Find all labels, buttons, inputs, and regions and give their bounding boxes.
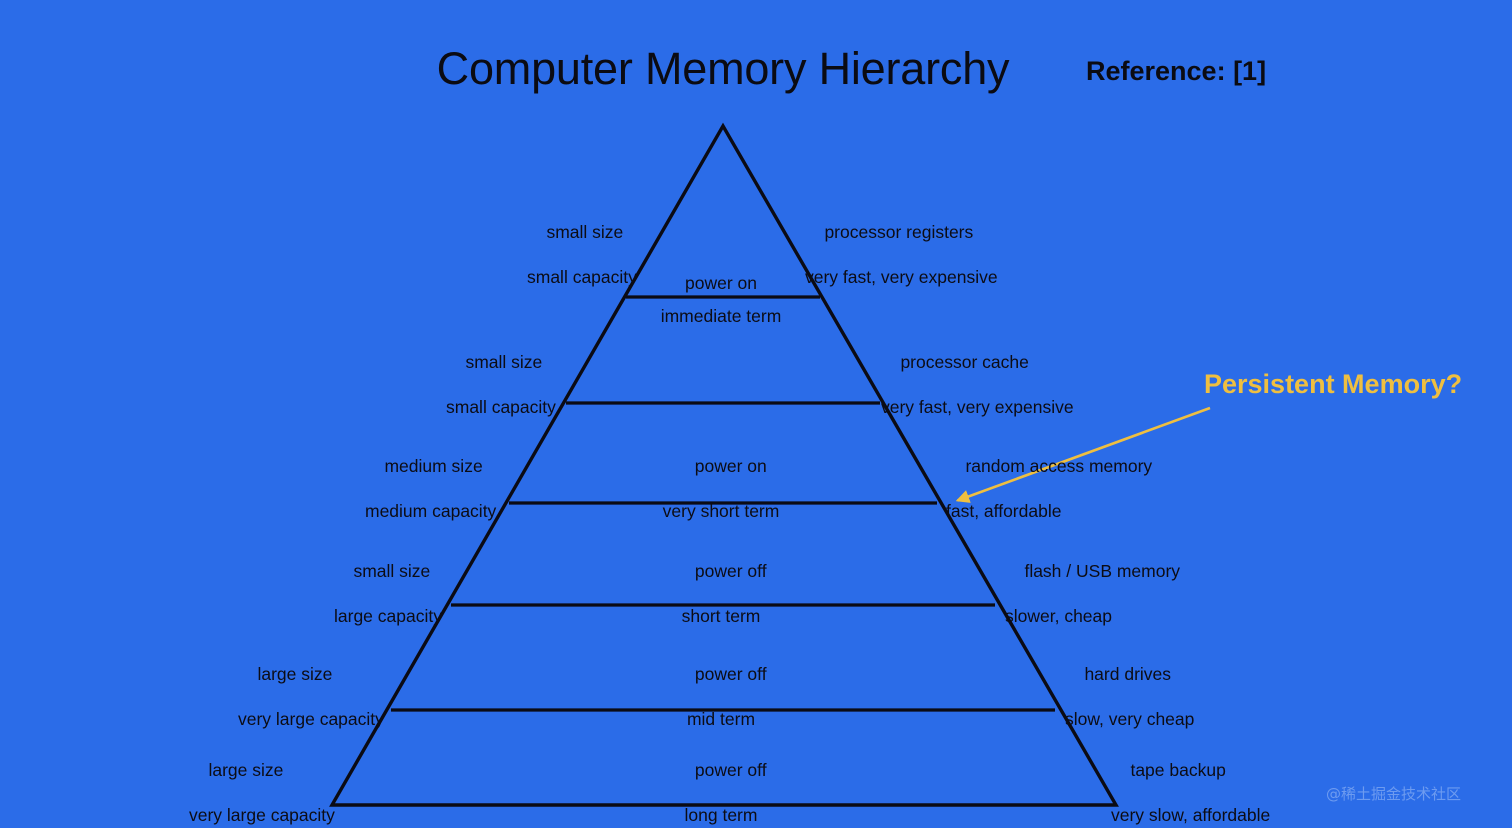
level-6-center-line2: long term — [684, 804, 758, 825]
level-1-center-line2: immediate term — [660, 306, 782, 326]
level-4-center-label: power off short term — [675, 537, 767, 672]
level-4-center-line2: short term — [681, 605, 761, 626]
level-5-center-line1: power off — [694, 663, 767, 684]
level-4-right-label: flash / USB memory slower, cheap — [1005, 537, 1180, 672]
level-1-left-line2: small capacity — [527, 266, 637, 287]
level-5-left-label: large size very large capacity — [238, 640, 384, 775]
level-3-right-line1: random access memory — [965, 455, 1153, 476]
level-3-center-label: power on very short term — [663, 432, 780, 567]
level-2-left-label: small size small capacity — [446, 328, 556, 463]
level-3-right-label: random access memory fast, affordable — [946, 432, 1152, 567]
level-6-right-line2: very slow, affordable — [1111, 804, 1271, 825]
level-3-center-line2: very short term — [662, 500, 780, 521]
level-6-right-label: tape backup very slow, affordable — [1111, 736, 1270, 828]
level-6-left-line2: very large capacity — [189, 804, 335, 825]
level-4-right-line1: flash / USB memory — [1024, 560, 1181, 581]
level-3-left-line2: medium capacity — [365, 500, 497, 521]
watermark: @稀土掘金技术社区 — [1326, 785, 1462, 803]
level-3-center-line1: power on — [694, 455, 767, 476]
level-6-left-line1: large size — [208, 759, 284, 780]
level-5-right-line2: slow, very cheap — [1065, 708, 1195, 729]
persistent-memory-arrow — [955, 406, 1211, 503]
level-5-left-line1: large size — [257, 663, 333, 684]
level-2-right-label: processor cache very fast, very expensiv… — [881, 328, 1074, 463]
level-5-center-line2: mid term — [686, 708, 756, 729]
level-2-left-line2: small capacity — [446, 396, 556, 417]
level-6-right-line1: tape backup — [1130, 759, 1226, 780]
level-5-right-label: hard drives slow, very cheap — [1065, 640, 1194, 775]
level-4-left-line2: large capacity — [334, 605, 442, 626]
level-6-left-label: large size very large capacity — [189, 736, 335, 828]
level-2-left-line1: small size — [465, 351, 543, 372]
pyramid-outline — [329, 122, 1119, 807]
level-1-right-line2: very fast, very expensive — [805, 266, 998, 287]
level-5-right-line1: hard drives — [1084, 663, 1172, 684]
level-1-right-label: processor registers very fast, very expe… — [805, 198, 998, 333]
level-4-center-line1: power off — [694, 560, 767, 581]
level-1-left-line1: small size — [546, 221, 624, 242]
reference-label: Reference: [1] — [1086, 56, 1267, 86]
level-4-left-line1: small size — [353, 560, 431, 581]
level-2-right-line2: very fast, very expensive — [881, 396, 1074, 417]
level-3-right-line2: fast, affordable — [946, 500, 1062, 521]
level-1-left-label: small size small capacity — [527, 198, 637, 333]
page-title: Computer Memory Hierarchy — [436, 43, 1010, 94]
level-6-center-line1: power off — [694, 759, 767, 780]
level-5-left-line2: very large capacity — [238, 708, 384, 729]
level-2-right-line1: processor cache — [900, 351, 1029, 372]
level-3-left-label: medium size medium capacity — [365, 432, 496, 567]
level-1-center-line1: power on — [685, 273, 757, 293]
level-4-left-label: small size large capacity — [334, 537, 442, 672]
level-5-center-label: power off mid term — [675, 640, 767, 775]
level-6-center-label: power off long term — [675, 736, 767, 828]
persistent-memory-annotation: Persistent Memory? — [1204, 369, 1463, 399]
level-1-right-line1: processor registers — [824, 221, 974, 242]
level-3-left-line1: medium size — [384, 455, 483, 476]
level-4-right-line2: slower, cheap — [1005, 605, 1113, 626]
